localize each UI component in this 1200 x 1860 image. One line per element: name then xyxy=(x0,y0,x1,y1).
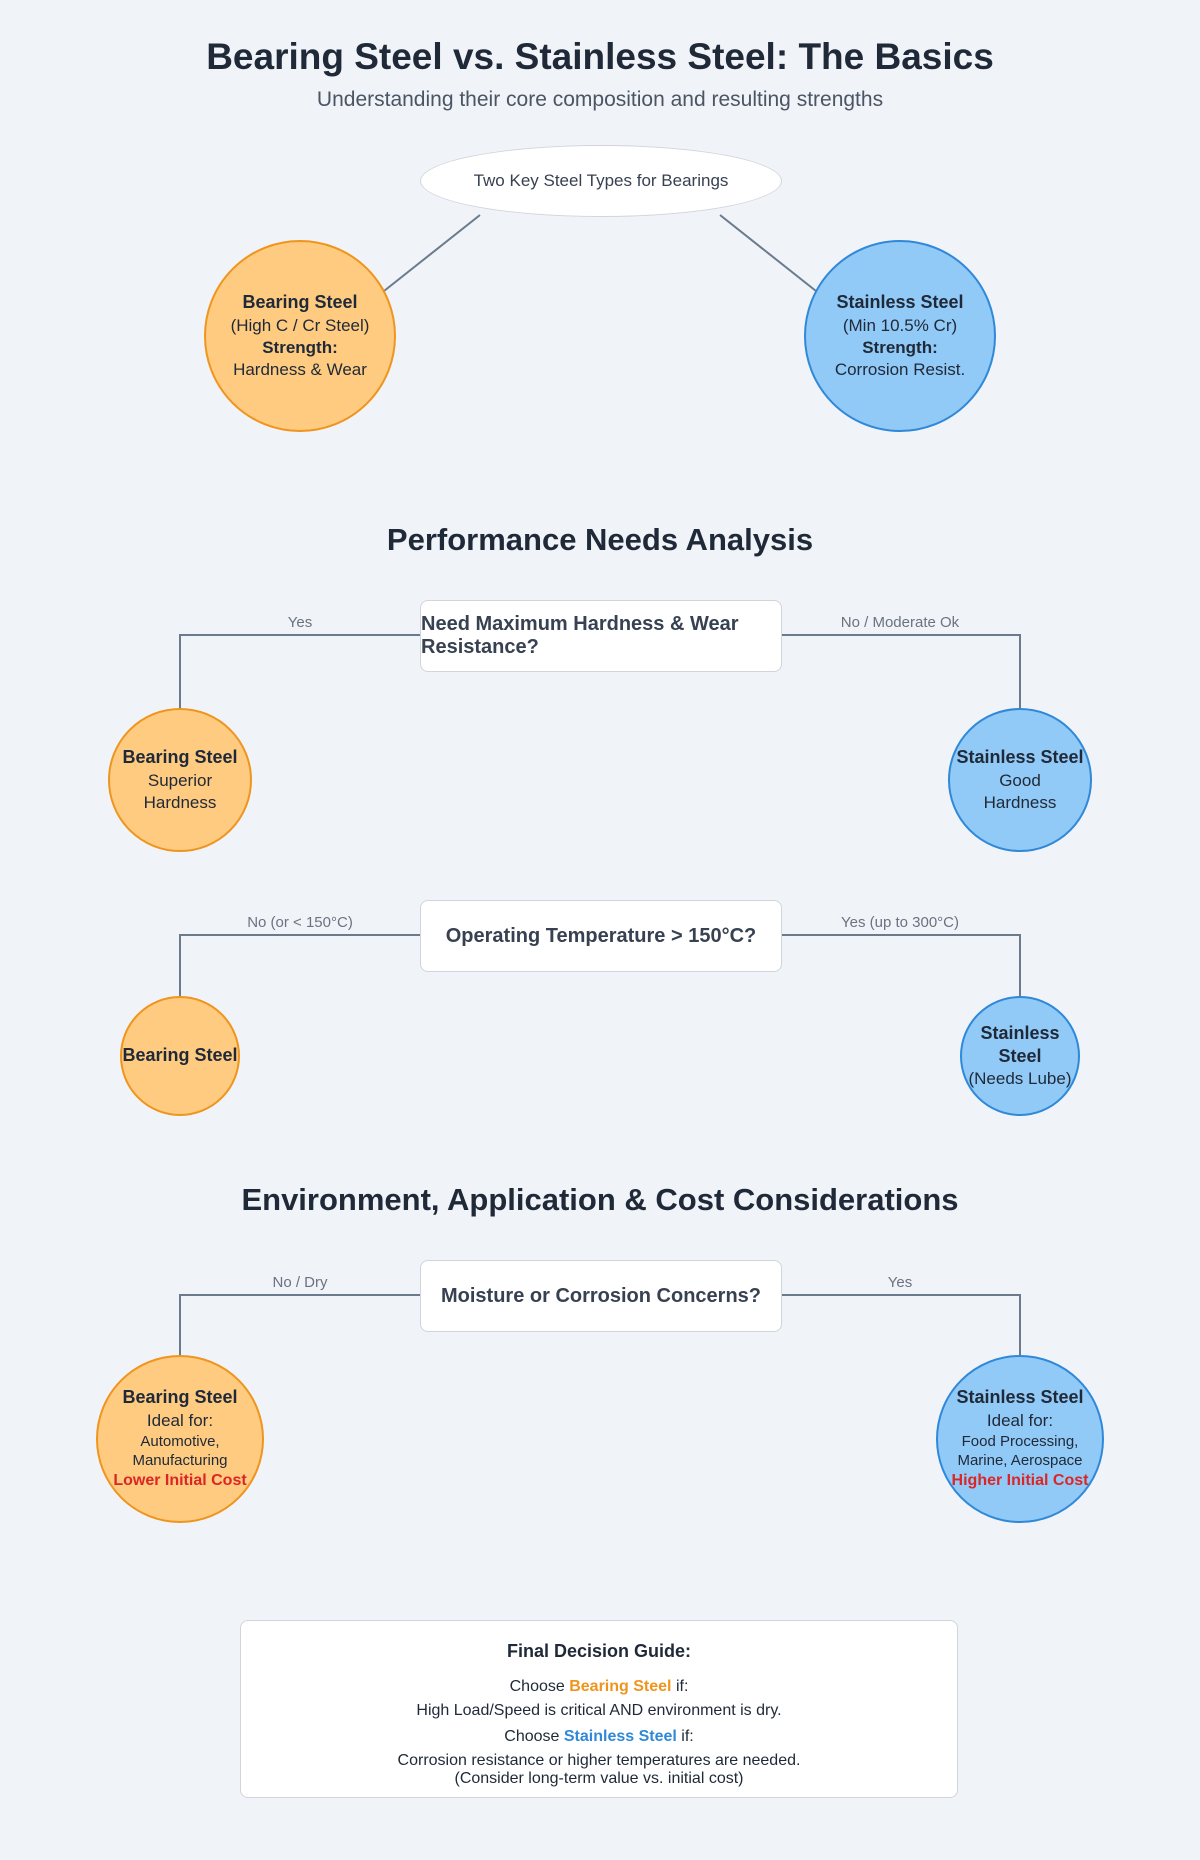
node-strength-label: Strength: xyxy=(262,337,338,357)
node-cost: Higher Initial Cost xyxy=(951,1471,1089,1489)
node-strength: Hardness & Wear xyxy=(233,359,367,379)
edge-label-no-dry: No / Dry xyxy=(272,1274,328,1291)
stainless-steel-temp-node: Stainless Steel (Needs Lube) xyxy=(960,996,1080,1116)
node-title: Bearing Steel xyxy=(242,292,358,313)
bearing-steel-node: Bearing Steel (High C / Cr Steel) Streng… xyxy=(204,240,396,432)
if-word: if: xyxy=(675,1678,689,1695)
stainless-steel-application-node: Stainless Steel Ideal for: Food Processi… xyxy=(936,1355,1104,1523)
connector-q2-right xyxy=(780,934,1021,996)
node-line1: Good xyxy=(999,770,1041,790)
root-node: Two Key Steel Types for Bearings xyxy=(420,145,782,217)
question-moisture: Moisture or Corrosion Concerns? xyxy=(420,1260,782,1332)
node-sub: (Min 10.5% Cr) xyxy=(842,315,958,335)
stainless-steel-highlight: Stainless Steel xyxy=(563,1728,677,1745)
edge-label-yes: Yes xyxy=(287,614,313,631)
connector-q1-right xyxy=(780,634,1021,708)
node-apps2: Manufacturing xyxy=(132,1452,228,1470)
edge-label-yes-300: Yes (up to 300°C) xyxy=(840,914,959,931)
final-stainless-reason: Corrosion resistance or higher temperatu… xyxy=(397,1752,801,1769)
final-bearing-reason: High Load/Speed is critical AND environm… xyxy=(416,1702,782,1719)
connector-q1-left xyxy=(179,634,420,708)
node-cost: Lower Initial Cost xyxy=(113,1471,247,1489)
node-apps1: Food Processing, xyxy=(961,1432,1079,1450)
connector-q3-right xyxy=(780,1294,1021,1355)
question-temperature: Operating Temperature > 150°C? xyxy=(420,900,782,972)
connector-q3-left xyxy=(179,1294,420,1355)
node-ideal: Ideal for: xyxy=(986,1410,1054,1430)
node-title: Stainless Steel xyxy=(956,747,1084,768)
node-strength: Corrosion Resist. xyxy=(834,359,966,379)
node-line1: Superior xyxy=(147,770,213,790)
if-word: if: xyxy=(681,1728,694,1745)
edge-label-no-under-150: No (or < 150°C) xyxy=(247,914,353,931)
node-title: Bearing Steel xyxy=(122,747,238,768)
final-note: (Consider long-term value vs. initial co… xyxy=(454,1770,744,1787)
node-strength-label: Strength: xyxy=(862,337,938,357)
node-title: Bearing Steel xyxy=(122,1387,238,1408)
choose-word: Choose xyxy=(509,1678,565,1695)
bearing-steel-application-node: Bearing Steel Ideal for: Automotive, Man… xyxy=(96,1355,264,1523)
section-performance: Performance Needs Analysis xyxy=(386,522,814,557)
bearing-steel-hardness-node: Bearing Steel Superior Hardness xyxy=(108,708,252,852)
choose-word: Choose xyxy=(504,1728,560,1745)
node-title: Stainless Steel xyxy=(956,1387,1084,1408)
connector-q2-left xyxy=(179,934,420,996)
bearing-steel-temp-node: Bearing Steel xyxy=(120,996,240,1116)
node-line2: Hardness xyxy=(983,792,1057,812)
stainless-steel-node: Stainless Steel (Min 10.5% Cr) Strength:… xyxy=(804,240,996,432)
bearing-steel-highlight: Bearing Steel xyxy=(569,1678,672,1695)
edge-label-no-moderate: No / Moderate Ok xyxy=(840,614,960,631)
final-decision-guide: Final Decision Guide: Choose Bearing Ste… xyxy=(240,1620,958,1798)
connector-root-left xyxy=(383,214,481,292)
final-choose-stainless: Choose Stainless Steel if: xyxy=(241,1728,957,1746)
page-title: Bearing Steel vs. Stainless Steel: The B… xyxy=(206,36,994,77)
node-title: Stainless Steel xyxy=(836,292,964,313)
connector-root-right xyxy=(719,214,817,292)
question-hardness: Need Maximum Hardness & Wear Resistance? xyxy=(420,600,782,672)
node-title: Stainless Steel xyxy=(980,1022,1060,1066)
node-apps1: Automotive, xyxy=(140,1432,220,1450)
final-choose-bearing: Choose Bearing Steel if: xyxy=(241,1678,957,1696)
node-apps2: Marine, Aerospace xyxy=(957,1452,1083,1470)
stainless-steel-hardness-node: Stainless Steel Good Hardness xyxy=(948,708,1092,852)
final-title: Final Decision Guide: xyxy=(506,1641,692,1661)
edge-label-yes: Yes xyxy=(887,1274,913,1291)
node-title: Bearing Steel xyxy=(122,1045,238,1066)
section-environment: Environment, Application & Cost Consider… xyxy=(241,1182,959,1217)
node-sub: (High C / Cr Steel) xyxy=(230,315,370,335)
node-ideal: Ideal for: xyxy=(146,1410,214,1430)
page-subtitle: Understanding their core composition and… xyxy=(316,88,884,111)
node-line2: Hardness xyxy=(143,792,217,812)
node-line1: (Needs Lube) xyxy=(968,1069,1072,1089)
